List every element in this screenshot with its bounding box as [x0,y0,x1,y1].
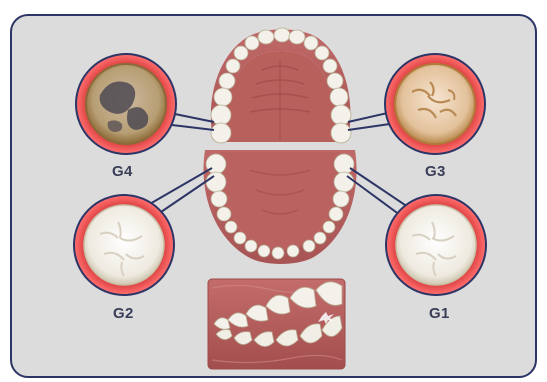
g1-molar-zoom [385,194,487,296]
g4-molar-zoom [75,53,177,155]
g1-label: G1 [429,305,450,322]
g3-molar-zoom [384,53,486,155]
occlusion-side-view [208,279,345,369]
lower-arch [204,150,357,264]
g2-molar-zoom [73,194,175,296]
g3-label: G3 [425,163,446,180]
g4-label: G4 [112,163,133,180]
g2-label: G2 [113,305,134,322]
